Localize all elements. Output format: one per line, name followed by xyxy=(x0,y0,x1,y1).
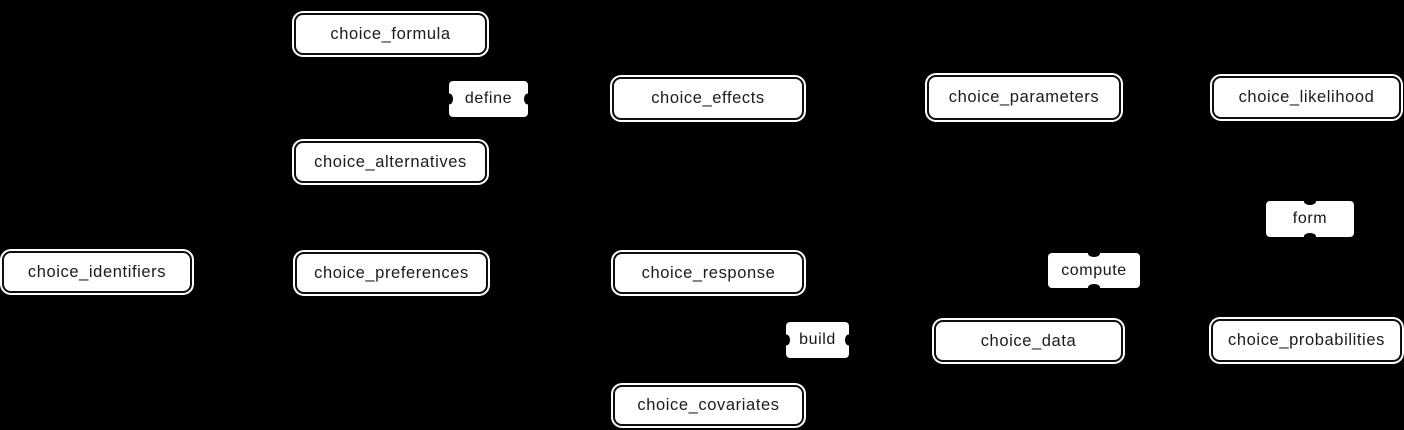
node-choice-formula[interactable]: choice_formula xyxy=(294,13,487,55)
node-choice-preferences[interactable]: choice_preferences xyxy=(295,252,488,294)
node-choice-effects[interactable]: choice_effects xyxy=(612,77,804,120)
node-choice-likelihood[interactable]: choice_likelihood xyxy=(1212,76,1401,119)
node-choice-identifiers[interactable]: choice_identifiers xyxy=(2,251,192,293)
edge-label-define: define xyxy=(449,81,528,117)
edge-label-build: build xyxy=(786,322,849,358)
node-choice-data[interactable]: choice_data xyxy=(934,320,1123,362)
node-choice-alternatives[interactable]: choice_alternatives xyxy=(294,141,487,183)
edge-label-compute: compute xyxy=(1048,253,1140,288)
node-choice-probabilities[interactable]: choice_probabilities xyxy=(1211,319,1402,362)
node-choice-covariates[interactable]: choice_covariates xyxy=(613,385,804,426)
edge-label-form: form xyxy=(1266,201,1354,237)
node-choice-parameters[interactable]: choice_parameters xyxy=(927,75,1121,120)
node-choice-response[interactable]: choice_response xyxy=(613,252,804,294)
